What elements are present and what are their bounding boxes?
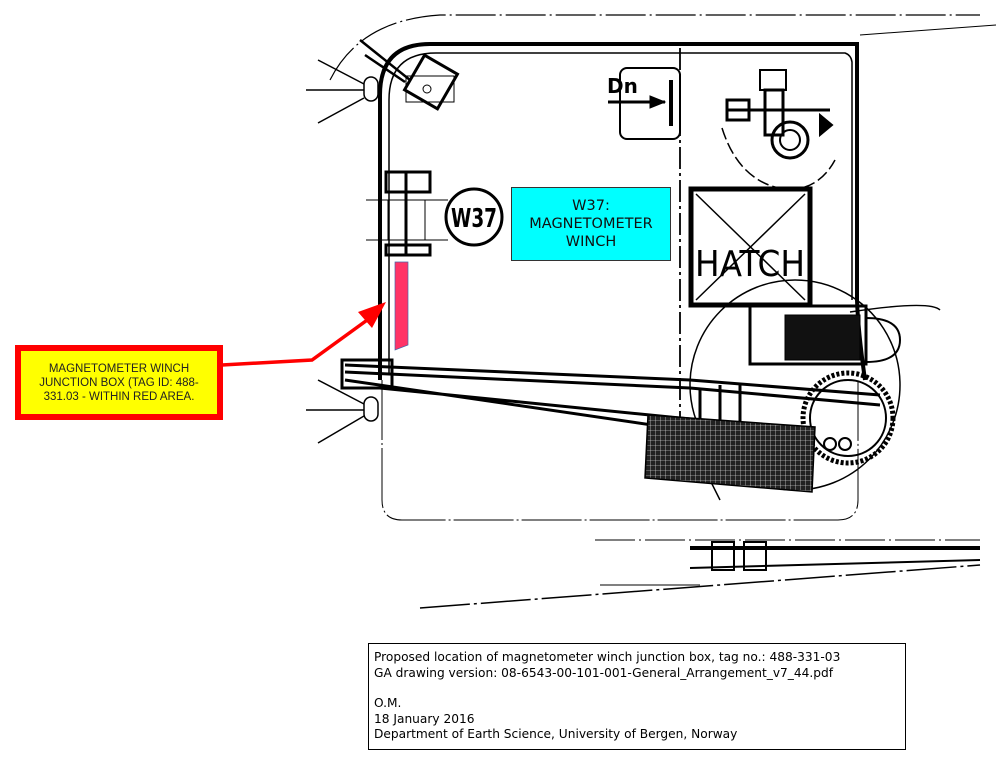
w37-label: W37 [451,204,497,234]
callout-line: 331.03 - WITHIN RED AREA. [43,390,195,403]
outer-contour-line [859,24,996,36]
hatch-label: HATCH [695,244,805,285]
bottom-beams [344,363,881,434]
winch-drum [366,170,448,257]
bottom-bracket [340,358,394,390]
deck-fitting [359,39,460,111]
outer-contour-line [329,14,980,81]
info-description: Proposed location of magnetometer winch … [374,650,841,664]
room-wall [378,42,867,381]
grating-platform [644,414,816,493]
junction-box-area [394,261,409,351]
lamp-icon [306,379,379,444]
winch-label-line: WINCH [565,234,617,250]
dn-label: Dn [607,74,638,98]
callout-arrow [221,302,386,367]
winch-label-box: W37: MAGNETOMETER WINCH [511,187,671,261]
lower-structure [419,539,981,609]
winch-label-line: MAGNETOMETER [529,216,653,232]
room-wall-inner [388,52,853,375]
callout-line: MAGNETOMETER WINCH [48,362,190,375]
info-box: Proposed location of magnetometer winch … [368,643,906,750]
info-department: Department of Earth Science, University … [374,727,738,741]
info-author: O.M. [374,696,402,710]
down-fitting [608,67,681,140]
info-drawing-version: GA drawing version: 08-6543-00-101-001-G… [374,665,834,680]
lower-deck-outline [381,380,859,521]
winch-label-line: W37: [572,198,610,214]
junction-box-callout: MAGNETOMETER WINCH JUNCTION BOX (TAG ID:… [15,345,223,420]
crane [689,279,941,501]
info-date: 18 January 2016 [374,711,475,726]
lamp-icon [306,59,379,124]
winch-machinery [721,69,836,191]
w37-symbol: W37 [444,187,504,247]
callout-line: JUNCTION BOX (TAG ID: 488- [39,376,199,389]
